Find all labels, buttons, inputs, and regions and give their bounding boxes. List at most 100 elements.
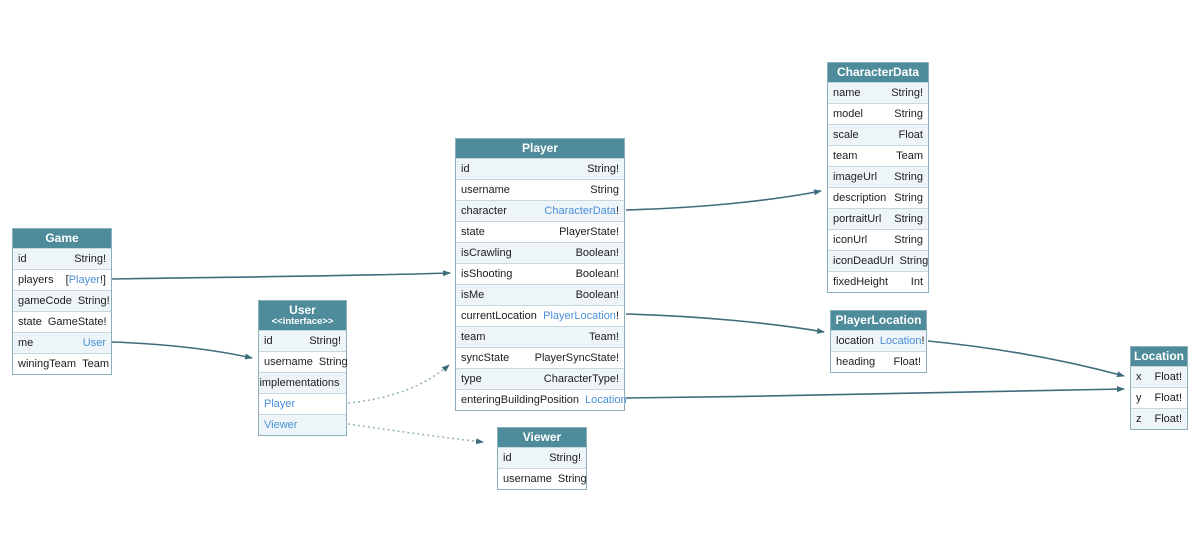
field-type: PlayerState! [559,225,619,238]
field-name: players [18,273,54,286]
type-link-location[interactable]: Location [585,393,627,406]
table-title-characterdata[interactable]: CharacterData [828,63,928,82]
field-name: id [461,162,470,175]
field-row-Player[interactable]: Player [259,392,346,414]
field-row-Viewer[interactable]: Viewer [259,413,346,435]
table-title-user[interactable]: User<<interface>> [259,301,346,330]
field-name: iconUrl [833,233,868,246]
implementation-link[interactable]: Player [264,397,296,410]
field-name: character [461,204,507,217]
field-name: team [833,149,858,162]
field-row-id[interactable]: id String! [259,329,346,351]
field-name: imageUrl [833,170,878,183]
table-title-game[interactable]: Game [13,229,111,248]
field-name: fixedHeight [833,275,889,288]
type-link-user[interactable]: User [82,336,106,349]
field-type: Location! [879,334,925,347]
field-type: Float! [893,355,921,368]
field-row-state[interactable]: state GameState! [13,310,111,332]
field-type: String! [587,162,619,175]
field-row-character[interactable]: character CharacterData! [456,199,624,221]
field-type: GameState! [47,315,107,328]
section-row-implementations[interactable]: implementations [259,371,346,393]
field-name: type [461,372,482,385]
field-row-location[interactable]: location Location! [831,329,926,351]
relation-arrow-player-currentLocation [625,313,825,334]
table-title-player[interactable]: Player [456,139,624,158]
type-name: User [289,303,316,317]
relation-arrow-user-Viewer [347,423,484,445]
field-name: id [264,334,273,347]
field-type: String! [309,334,341,347]
field-type: String [557,472,587,485]
field-name: id [503,451,512,464]
relation-arrow-game-players [111,270,451,280]
field-row-fixedHeight[interactable]: fixedHeight Int [828,270,928,292]
field-name: location [836,334,874,347]
table-title-viewer[interactable]: Viewer [498,428,586,447]
type-name: PlayerLocation [835,313,922,327]
field-row-winingTeam[interactable]: winingTeam Team [13,352,111,374]
field-name: username [461,183,510,196]
field-type: String [894,170,923,183]
field-name: portraitUrl [833,212,882,225]
field-type: Int [910,275,923,288]
field-type: Team [82,357,109,370]
table-title-playerlocation[interactable]: PlayerLocation [831,311,926,330]
field-row-type[interactable]: type CharacterType! [456,367,624,389]
field-row-players[interactable]: players [Player!] [13,268,111,290]
field-type: PlayerSyncState! [534,351,619,364]
type-link-characterdata[interactable]: CharacterData [544,204,616,217]
field-type: [Player!] [65,273,106,286]
type-link-player[interactable]: Player [68,273,100,286]
field-name: y [1136,391,1142,404]
field-name: id [18,252,27,265]
field-type: CharacterData! [544,204,619,217]
field-row-id[interactable]: id String! [456,157,624,179]
type-stereotype: <<interface>> [271,315,334,327]
field-name: iconDeadUrl [833,254,894,267]
field-row-id[interactable]: id String! [498,446,586,468]
implementation-link[interactable]: Viewer [264,418,298,431]
field-name: winingTeam [18,357,77,370]
table-title-location[interactable]: Location [1131,347,1187,366]
field-name: state [18,315,42,328]
field-type: CharacterType! [543,372,619,385]
field-name: z [1136,412,1142,425]
field-type: PlayerLocation! [543,309,619,322]
field-type: Boolean! [575,246,619,259]
field-row-imageUrl[interactable]: imageUrl String [828,165,928,187]
type-link-location[interactable]: Location [879,334,922,347]
type-link-playerlocation[interactable]: PlayerLocation [543,309,616,322]
field-type: String! [549,451,581,464]
